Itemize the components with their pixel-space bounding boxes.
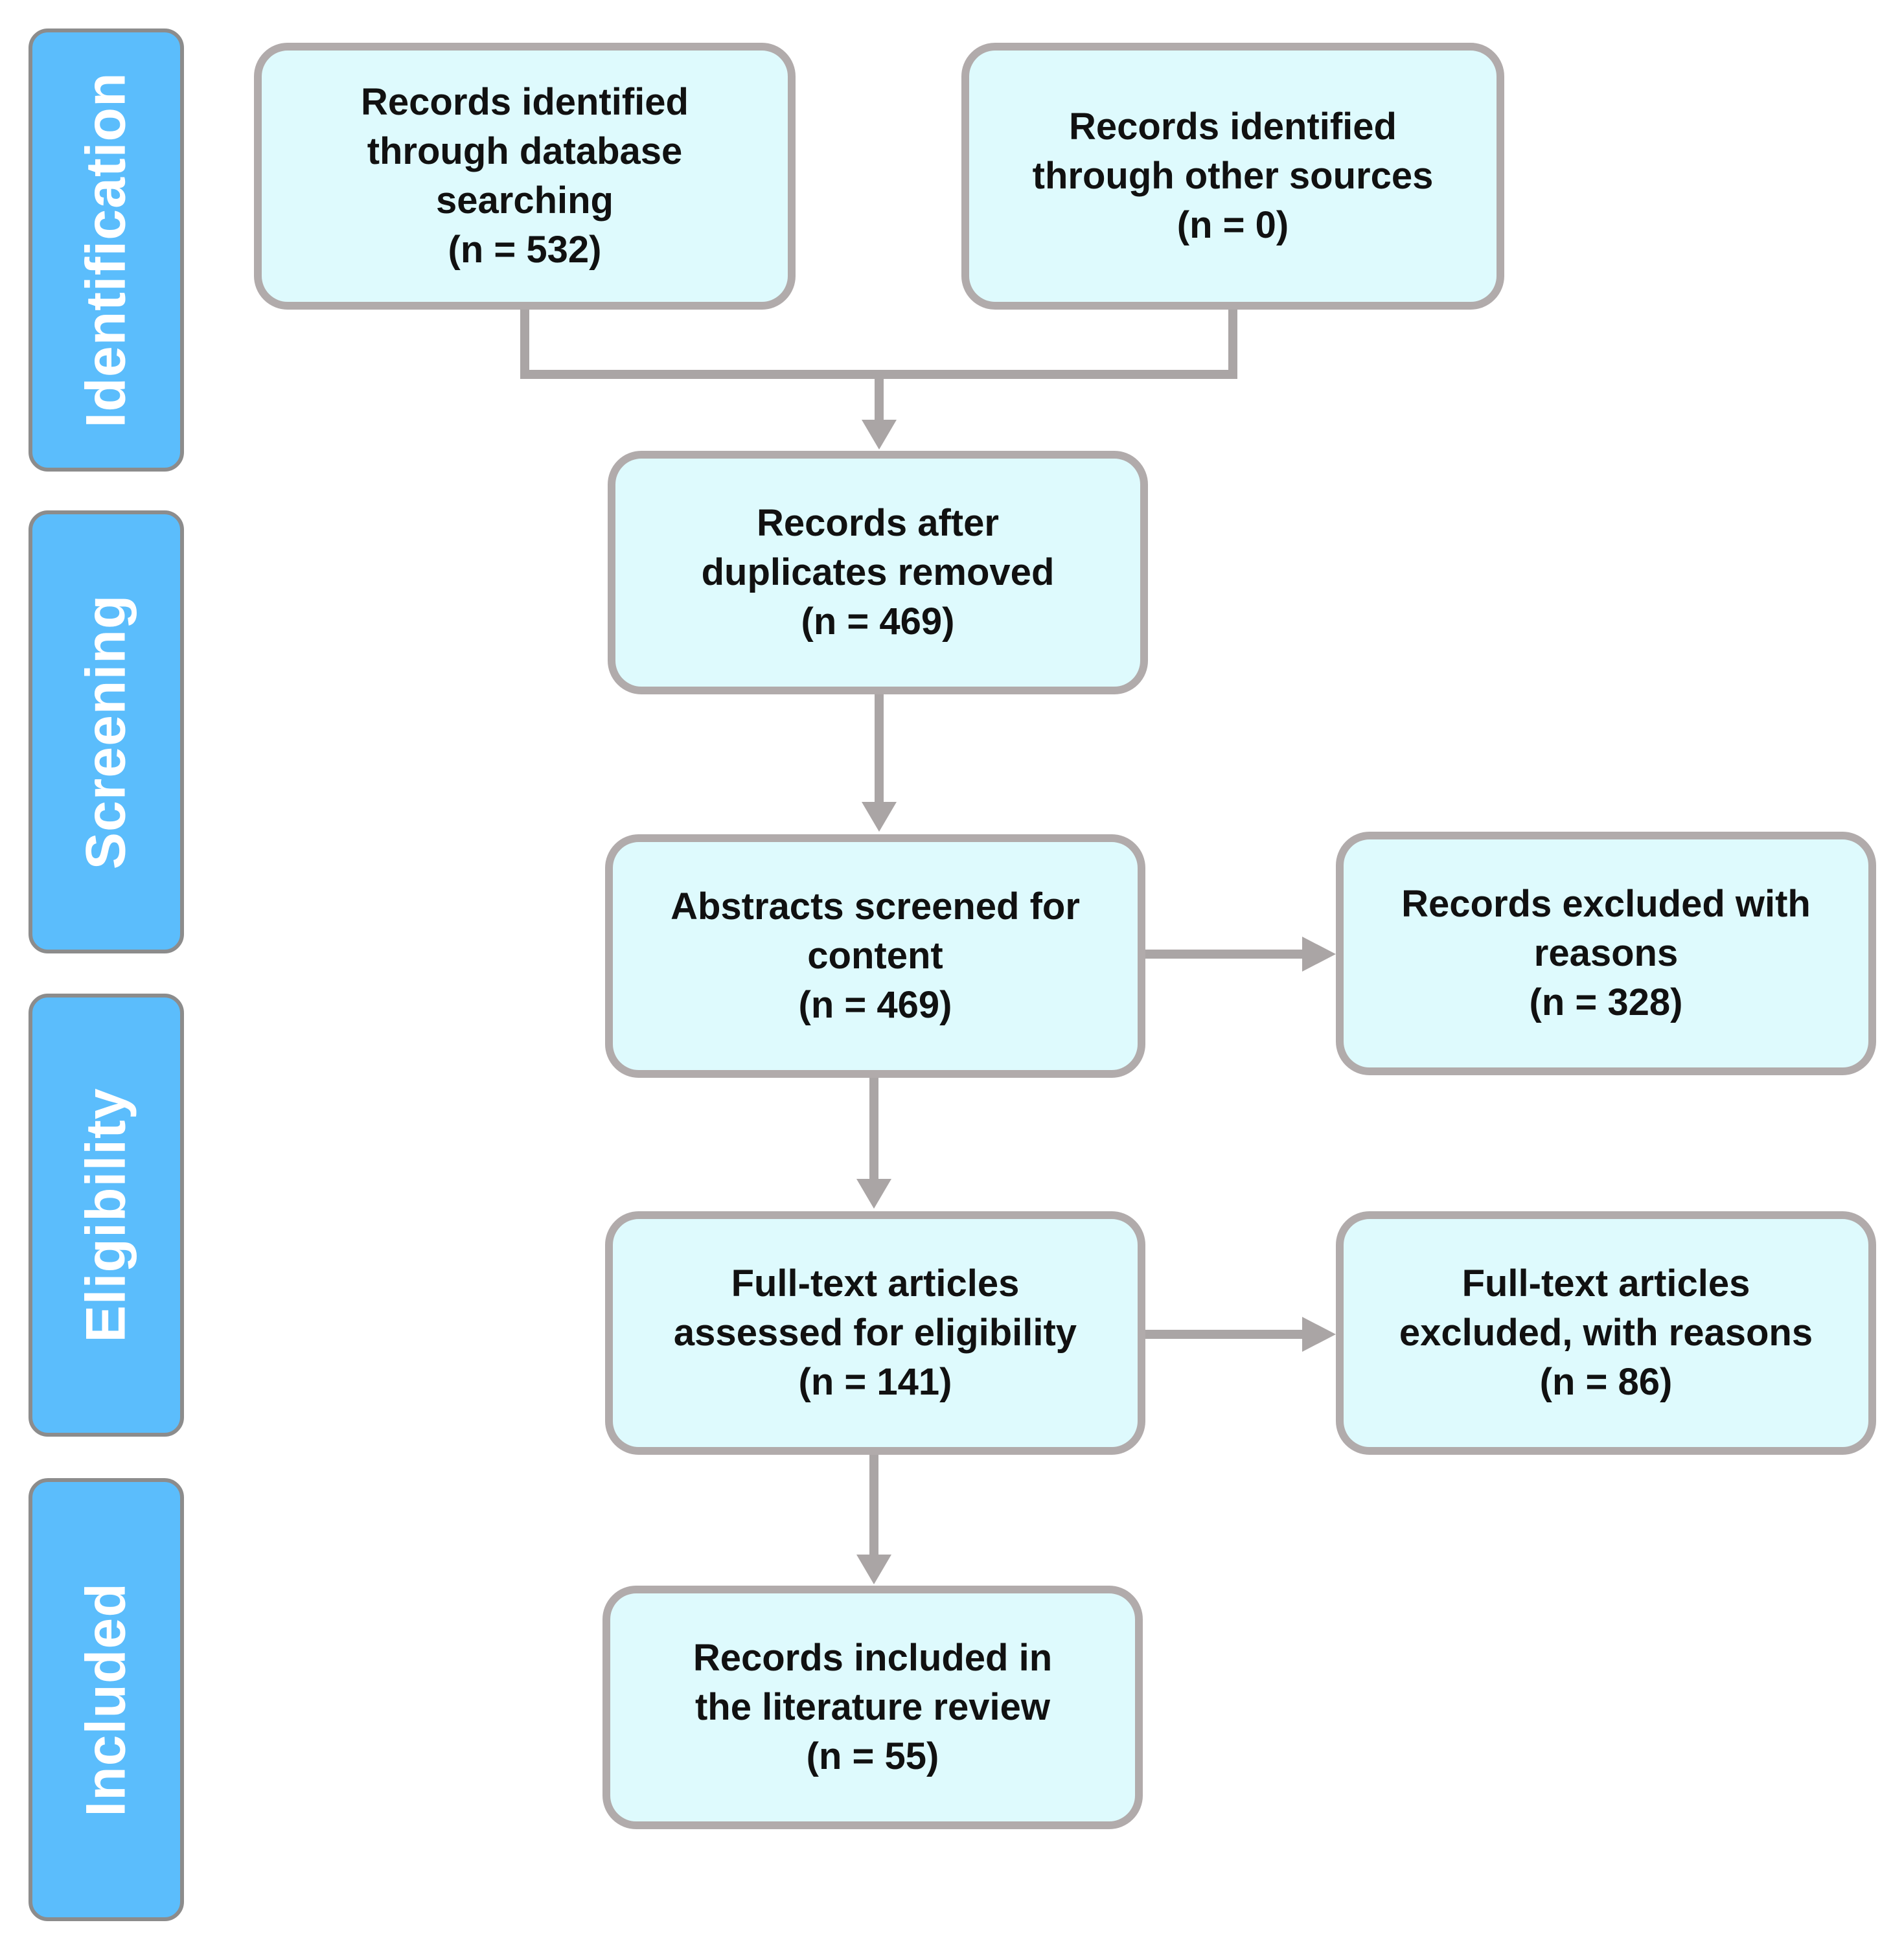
arrowhead-fulltext-excluded <box>1302 1317 1336 1352</box>
merge-connector <box>520 310 1237 379</box>
box-label: Records identified through other sources <box>1032 106 1434 197</box>
box-abstracts-screened: Abstracts screened for content (n = 469) <box>605 834 1145 1078</box>
arrowhead-duplicates <box>862 420 897 450</box>
arrowhead-abstracts <box>862 802 897 832</box>
box-label: Abstracts screened for content <box>671 885 1080 977</box>
box-label: Records included in the literature revie… <box>693 1637 1053 1728</box>
box-included-review: Records included in the literature revie… <box>602 1586 1143 1829</box>
box-count: (n = 0) <box>1176 204 1289 246</box>
box-label: Records after duplicates removed <box>701 502 1055 593</box>
box-count: (n = 469) <box>798 984 952 1026</box>
box-label: Full-text articles excluded, with reason… <box>1399 1262 1813 1354</box>
stage-included: Included <box>29 1478 184 1921</box>
box-label: Full-text articles assessed for eligibil… <box>673 1262 1077 1354</box>
box-label: Records identified through database sear… <box>361 81 689 222</box>
arrowhead-included <box>856 1555 891 1584</box>
box-other-sources: Records identified through other sources… <box>961 43 1504 310</box>
box-fulltext-excluded: Full-text articles excluded, with reason… <box>1336 1211 1876 1455</box>
stage-eligibility: Eligibility <box>29 994 184 1437</box>
box-count: (n = 55) <box>806 1735 939 1777</box>
box-count: (n = 532) <box>448 229 602 271</box>
arrowhead-fulltext <box>856 1179 891 1209</box>
box-fulltext-assessed: Full-text articles assessed for eligibil… <box>605 1211 1145 1455</box>
box-count: (n = 141) <box>798 1361 952 1403</box>
stage-identification: Identification <box>29 28 184 472</box>
box-label: Records excluded with reasons <box>1401 883 1811 974</box>
box-count: (n = 469) <box>801 600 955 643</box>
box-after-duplicates: Records after duplicates removed (n = 46… <box>608 451 1148 694</box>
box-count: (n = 328) <box>1529 981 1683 1023</box>
stage-screening: Screening <box>29 510 184 953</box>
box-records-excluded: Records excluded with reasons (n = 328) <box>1336 832 1876 1075</box>
box-count: (n = 86) <box>1539 1361 1673 1403</box>
box-database-search: Records identified through database sear… <box>254 43 796 310</box>
arrowhead-records-excluded <box>1302 937 1336 972</box>
